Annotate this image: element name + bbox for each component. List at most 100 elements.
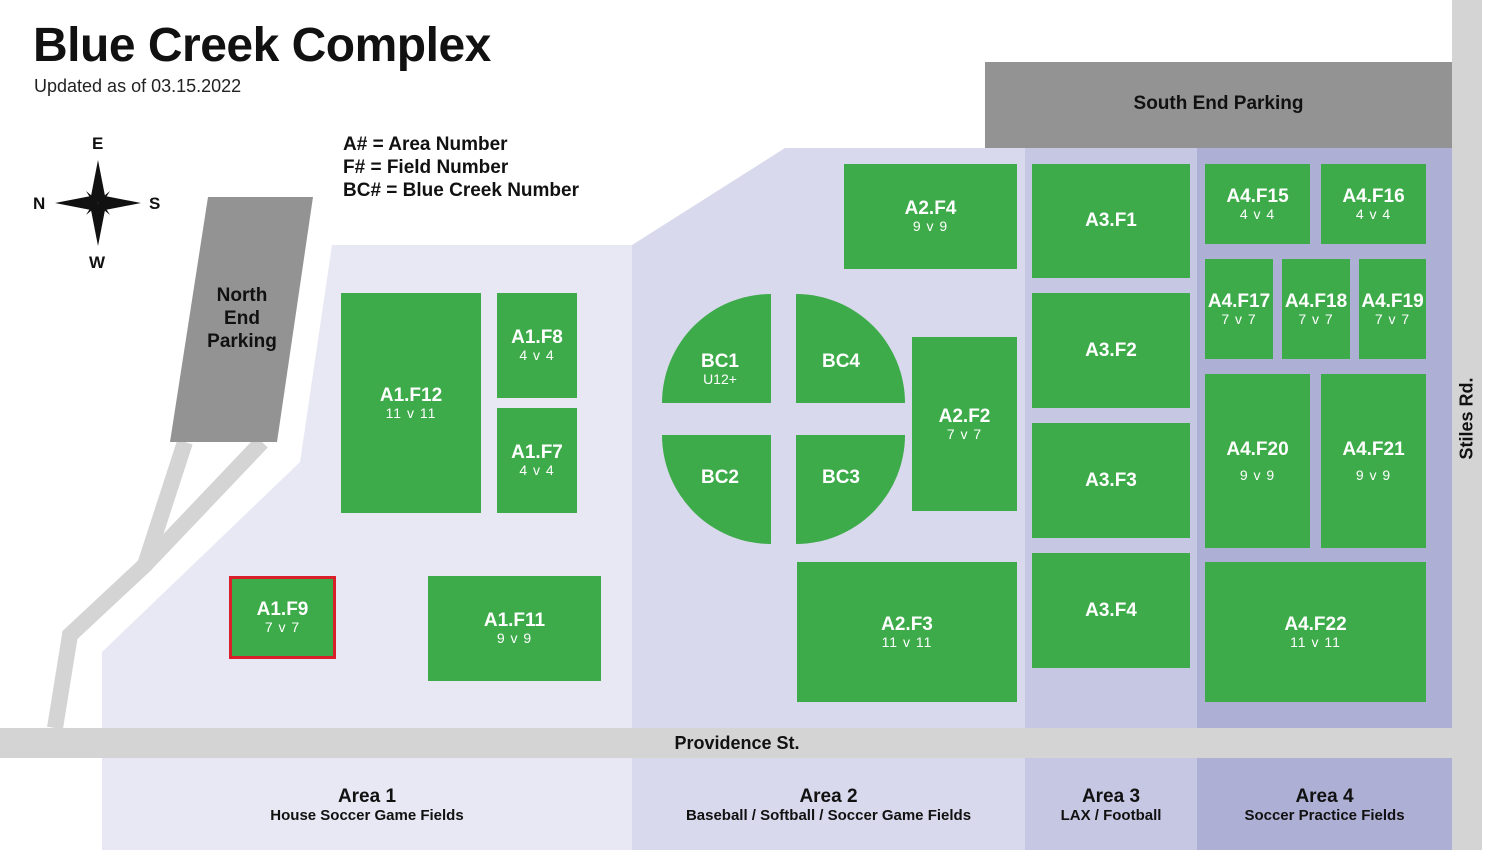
field-name: A4.F16 <box>1342 185 1405 207</box>
bc2-field-shape[interactable] <box>662 435 771 544</box>
compass-south-label: S <box>149 194 161 213</box>
field-name: A3.F1 <box>1085 210 1137 231</box>
area-description: LAX / Football <box>1060 807 1162 824</box>
field-name: A4.F21 <box>1342 438 1405 460</box>
south-parking-lot <box>985 62 1452 148</box>
field-a2-f3[interactable]: A2.F3 11 v 11 <box>797 562 1017 702</box>
field-a4-f17[interactable]: A4.F17 7 v 7 <box>1205 259 1273 359</box>
field-a4-f15[interactable]: A4.F15 4 v 4 <box>1205 164 1310 244</box>
area-name: Area 1 <box>337 786 397 807</box>
compass-east-label: E <box>92 134 104 153</box>
area-name: Area 4 <box>1295 786 1354 807</box>
bc1-field-shape[interactable] <box>662 294 771 403</box>
field-name: BC2 <box>700 467 739 488</box>
field-size: 4 v 4 <box>1239 205 1276 222</box>
area-description: Soccer Practice Fields <box>1244 807 1405 824</box>
compass-north-label: N <box>33 194 46 213</box>
field-a4-f19[interactable]: A4.F19 7 v 7 <box>1359 259 1426 359</box>
field-size: 9 v 9 <box>1239 466 1276 483</box>
area-1-strip <box>102 758 632 850</box>
providence-road-label: Providence St. <box>674 733 800 753</box>
field-size: 7 v 7 <box>1374 310 1411 327</box>
field-a4-f21[interactable]: A4.F21 9 v 9 <box>1321 374 1426 548</box>
field-size: 9 v 9 <box>496 630 533 646</box>
field-name: A4.F19 <box>1361 290 1424 312</box>
field-bc3-label[interactable]: BC3 <box>796 468 886 488</box>
field-bc2-label[interactable]: BC2 <box>675 468 765 488</box>
field-bc1-label[interactable]: BC1 U12+ <box>675 352 765 387</box>
map-legend: A# = Area Number F# = Field Number BC# =… <box>343 133 579 202</box>
area-3-label: Area 3 LAX / Football <box>1025 786 1197 825</box>
legend-blue-creek-number: BC# = Blue Creek Number <box>343 180 579 201</box>
north-parking-line-2: End <box>224 308 260 329</box>
field-name: A1.F8 <box>511 327 563 348</box>
field-a3-f4[interactable]: A3.F4 <box>1032 553 1190 668</box>
compass-west-label: W <box>89 253 106 272</box>
area-2-label: Area 2 Baseball / Softball / Soccer Game… <box>632 786 1025 825</box>
field-a1-f8[interactable]: A1.F8 4 v 4 <box>497 293 577 398</box>
area-1-label: Area 1 House Soccer Game Fields <box>102 786 632 825</box>
stiles-road-label: Stiles Rd. <box>1456 377 1477 460</box>
bc3-field-shape[interactable] <box>796 435 905 544</box>
field-name: A2.F3 <box>881 613 933 635</box>
field-size: 4 v 4 <box>519 462 555 478</box>
field-size: 9 v 9 <box>1355 466 1392 483</box>
area-2-strip <box>632 758 1025 850</box>
field-size: 11 v 11 <box>881 633 933 650</box>
field-name: A2.F4 <box>904 198 957 219</box>
field-name: A4.F15 <box>1226 185 1289 207</box>
field-a3-f3[interactable]: A3.F3 <box>1032 423 1190 538</box>
providence-road <box>0 728 1452 758</box>
south-parking-label: South End Parking <box>1133 93 1304 114</box>
field-name: BC4 <box>821 351 860 372</box>
field-name: A4.F18 <box>1284 290 1348 312</box>
field-name: A3.F4 <box>1085 599 1137 621</box>
field-a2-f2[interactable]: A2.F2 7 v 7 <box>912 337 1017 511</box>
field-name: A3.F2 <box>1085 339 1137 361</box>
area-4-strip <box>1197 758 1452 850</box>
area-3-strip <box>1025 758 1197 850</box>
field-a1-f9[interactable]: A1.F9 7 v 7 <box>229 576 336 659</box>
access-drive-east <box>139 436 268 571</box>
bc4-field-shape[interactable] <box>796 294 905 403</box>
field-a1-f12[interactable]: A1.F12 11 v 11 <box>341 293 481 513</box>
field-a1-f7[interactable]: A1.F7 4 v 4 <box>497 408 577 513</box>
field-name: A4.F17 <box>1207 290 1271 312</box>
field-size: 7 v 7 <box>1221 310 1257 327</box>
field-bc4-label[interactable]: BC4 <box>796 352 886 372</box>
field-a1-f11[interactable]: A1.F11 9 v 9 <box>428 576 601 681</box>
area-description: House Soccer Game Fields <box>270 807 464 824</box>
north-parking-lot <box>170 197 313 442</box>
legend-field-number: F# = Field Number <box>343 157 509 178</box>
field-a2-f4[interactable]: A2.F4 9 v 9 <box>844 164 1017 269</box>
stiles-road <box>1452 0 1482 850</box>
field-name: A2.F2 <box>938 405 991 427</box>
area-name: Area 2 <box>799 786 858 807</box>
field-size: 4 v 4 <box>1355 205 1392 222</box>
field-name: A1.F11 <box>483 610 546 631</box>
field-a3-f2[interactable]: A3.F2 <box>1032 293 1190 408</box>
field-a4-f18[interactable]: A4.F18 7 v 7 <box>1282 259 1350 359</box>
legend-area-number: A# = Area Number <box>343 134 508 155</box>
field-a4-f22[interactable]: A4.F22 11 v 11 <box>1205 562 1426 702</box>
field-size: 9 v 9 <box>912 218 949 234</box>
field-size: 11 v 11 <box>385 404 437 421</box>
field-size: U12+ <box>703 371 737 387</box>
field-name: A1.F12 <box>379 384 443 406</box>
field-name: A4.F22 <box>1284 613 1347 635</box>
field-a3-f1[interactable]: A3.F1 <box>1032 164 1190 278</box>
field-a4-f20[interactable]: A4.F20 9 v 9 <box>1205 374 1310 548</box>
field-name: BC3 <box>821 467 860 488</box>
north-parking-label: North End Parking <box>195 284 289 353</box>
area-4-label: Area 4 Soccer Practice Fields <box>1197 786 1452 825</box>
field-name: A4.F20 <box>1226 438 1289 460</box>
updated-date: Updated as of 03.15.2022 <box>34 76 242 96</box>
north-parking-line-1: North <box>216 285 268 306</box>
area-name: Area 3 <box>1081 786 1141 807</box>
field-a4-f16[interactable]: A4.F16 4 v 4 <box>1321 164 1426 244</box>
north-parking-line-3: Parking <box>207 331 277 352</box>
compass-rose-icon <box>55 160 141 246</box>
page-title: Blue Creek Complex <box>33 19 491 72</box>
field-size: 4 v 4 <box>519 347 555 363</box>
